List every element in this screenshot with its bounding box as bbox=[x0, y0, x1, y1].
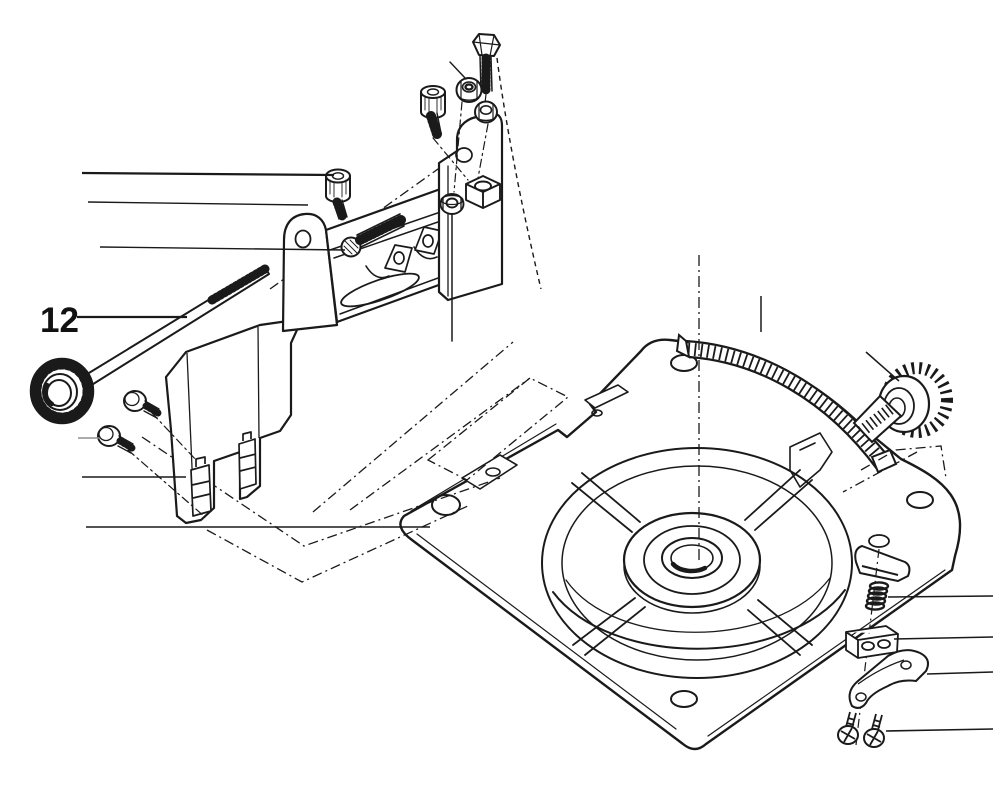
scale-left-end-tab bbox=[675, 333, 691, 359]
leader-spring bbox=[887, 595, 994, 598]
cavity-lower-arc-inner bbox=[565, 577, 831, 633]
flange-lock-nut bbox=[455, 77, 483, 103]
guard-cover-outline bbox=[164, 317, 304, 525]
square-nut bbox=[465, 175, 501, 209]
clamp-block bbox=[845, 625, 899, 659]
ring-band-inner bbox=[561, 465, 833, 661]
left-leader-lines bbox=[77, 171, 430, 528]
phantom-diagonal-1 bbox=[312, 341, 514, 513]
pan-head-screws bbox=[97, 390, 206, 518]
clamp-boss bbox=[789, 432, 833, 488]
pan-head-screw-lower bbox=[97, 425, 136, 454]
leader-channel-screw bbox=[99, 246, 346, 251]
guard-cover bbox=[164, 317, 304, 525]
base-plate bbox=[399, 338, 962, 751]
callout-label-12: 12 bbox=[40, 301, 79, 340]
dash-screw-lower bbox=[127, 449, 206, 518]
socket-cap-screw-left bbox=[325, 168, 351, 223]
rib-lower-left bbox=[572, 597, 646, 656]
knob-right bbox=[852, 362, 953, 444]
rib-upper-right bbox=[744, 469, 813, 531]
hex-nut-small bbox=[474, 100, 498, 124]
center-hub bbox=[622, 511, 762, 614]
dash-screw-upper bbox=[151, 412, 198, 462]
top-hardware bbox=[420, 33, 501, 193]
guard-cover-clip-b bbox=[238, 431, 257, 490]
bracket-channel-slot bbox=[340, 272, 420, 308]
mounting-pad-a bbox=[461, 454, 518, 490]
leader-clamp-lever bbox=[926, 671, 994, 675]
clamp-hook bbox=[854, 545, 911, 582]
bracket-plate-hole bbox=[455, 147, 473, 163]
cavity-lower-arc bbox=[552, 589, 846, 650]
phantom-v-2 bbox=[206, 504, 471, 583]
clamp-parts bbox=[837, 534, 929, 748]
leader-clamp-block bbox=[893, 636, 994, 640]
spring bbox=[864, 581, 890, 611]
scale-ticks bbox=[687, 342, 890, 469]
phantom-box-right bbox=[842, 445, 947, 493]
knob-right-shaft-threads bbox=[858, 404, 894, 436]
phantom-diagonal-2 bbox=[349, 377, 531, 511]
leader-phillips-screws bbox=[885, 728, 994, 732]
dashed-guide-curve bbox=[496, 57, 542, 290]
knurled-knob-left bbox=[29, 357, 95, 425]
threaded-rod-threads bbox=[207, 264, 270, 305]
rib-upper-left bbox=[571, 472, 641, 533]
ring-band-outer bbox=[541, 447, 853, 679]
socket-cap-screw-top bbox=[420, 85, 446, 139]
phillips-screw-b bbox=[863, 713, 885, 748]
guard-cover-clip-a bbox=[190, 456, 212, 517]
corner-hole-bottom bbox=[670, 690, 698, 708]
phillips-screw-a bbox=[837, 711, 859, 745]
mounting-pad-b bbox=[584, 384, 629, 417]
channel-screw bbox=[340, 213, 406, 258]
phantom-parallelogram bbox=[426, 377, 570, 481]
hex-nut-on-bracket bbox=[439, 193, 465, 215]
leader-bracket-arm bbox=[87, 201, 309, 206]
pan-head-screw-upper bbox=[123, 390, 162, 419]
clamp-hole-oval bbox=[868, 534, 890, 548]
corner-hole-left bbox=[431, 494, 461, 516]
right-leader-lines bbox=[885, 595, 994, 732]
bracket-arm-hole bbox=[294, 229, 312, 249]
saddle-piece-a bbox=[384, 244, 413, 273]
leader-knob-right bbox=[865, 351, 900, 382]
leader-flange-nut bbox=[449, 61, 467, 80]
scale-inner-edge bbox=[688, 355, 878, 470]
hex-bolt bbox=[472, 33, 501, 95]
rib-lower-right bbox=[747, 599, 813, 656]
clamp-lever bbox=[848, 649, 929, 709]
corner-hole-right bbox=[906, 491, 934, 509]
clamp-bracket bbox=[281, 112, 504, 342]
part-12-rod-and-knob bbox=[29, 264, 270, 425]
leader-cap-screw bbox=[81, 171, 335, 177]
